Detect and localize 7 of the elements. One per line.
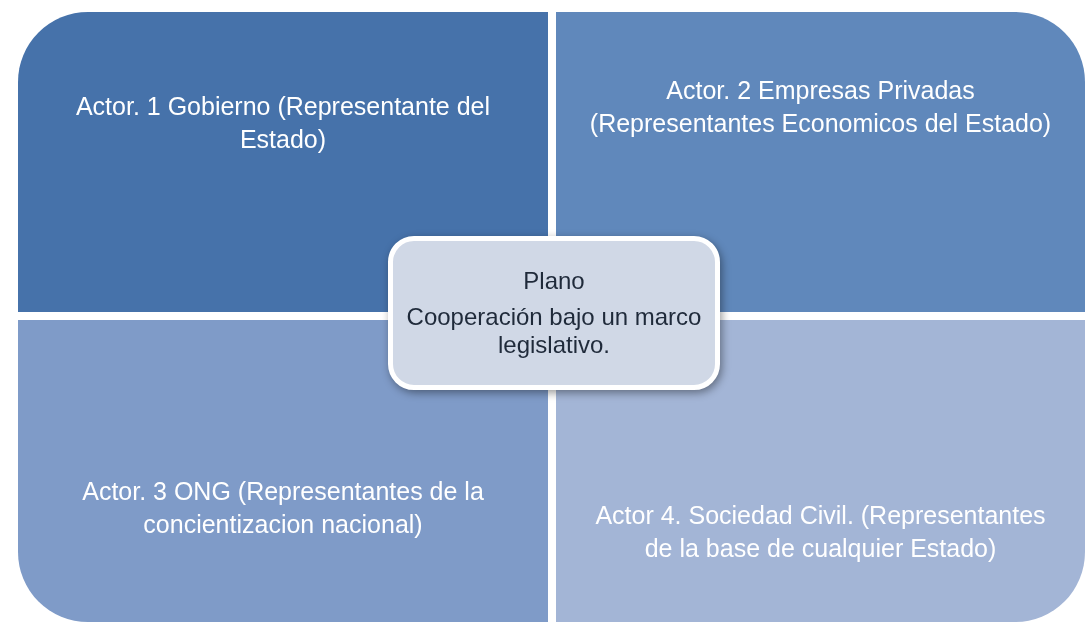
quadrant-text: Actor. 1 Gobierno (Representante del Estado) [74,91,492,155]
quadrant-text: Actor. 2 Empresas Privadas (Representantes Economicos del Estado) [588,75,1053,139]
box-heading: Plano [523,267,585,295]
quadrant-text: Actor 4. Sociedad Civil. (Representantes de la base de cualquier Estado) [594,500,1047,564]
box-text: Cooperación bajo un marco legislativo. [405,303,703,359]
center-box [388,236,720,390]
quadrant-text: Actor. 3 ONG (Representantes de la concientizacion nacional) [81,476,485,540]
